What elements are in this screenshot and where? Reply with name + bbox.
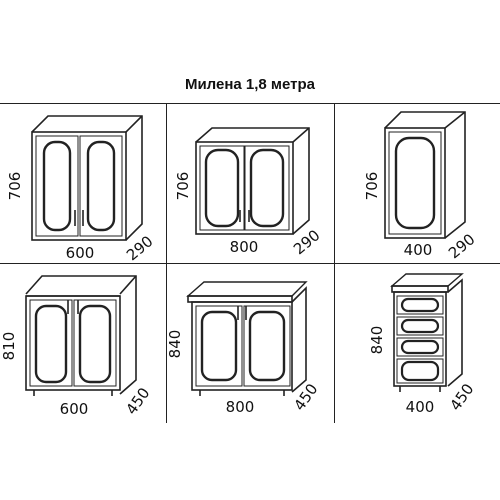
width-label: 400 [406, 398, 435, 416]
height-label: 706 [174, 172, 192, 201]
divider-top [0, 103, 500, 104]
width-label: 800 [226, 398, 255, 416]
width-label: 400 [404, 241, 433, 259]
divider-middle [0, 263, 500, 264]
divider-col-2 [334, 103, 335, 423]
height-label: 706 [363, 172, 381, 201]
depth-label: 450 [446, 380, 477, 414]
divider-col-1 [166, 103, 167, 423]
height-label: 840 [166, 330, 184, 359]
width-label: 800 [230, 238, 259, 256]
width-label: 600 [60, 400, 89, 418]
catalog-title: Милена 1,8 метра [184, 76, 316, 93]
height-label: 840 [368, 326, 386, 355]
width-label: 600 [66, 244, 95, 262]
height-label: 706 [6, 172, 24, 201]
height-label: 810 [0, 332, 18, 361]
